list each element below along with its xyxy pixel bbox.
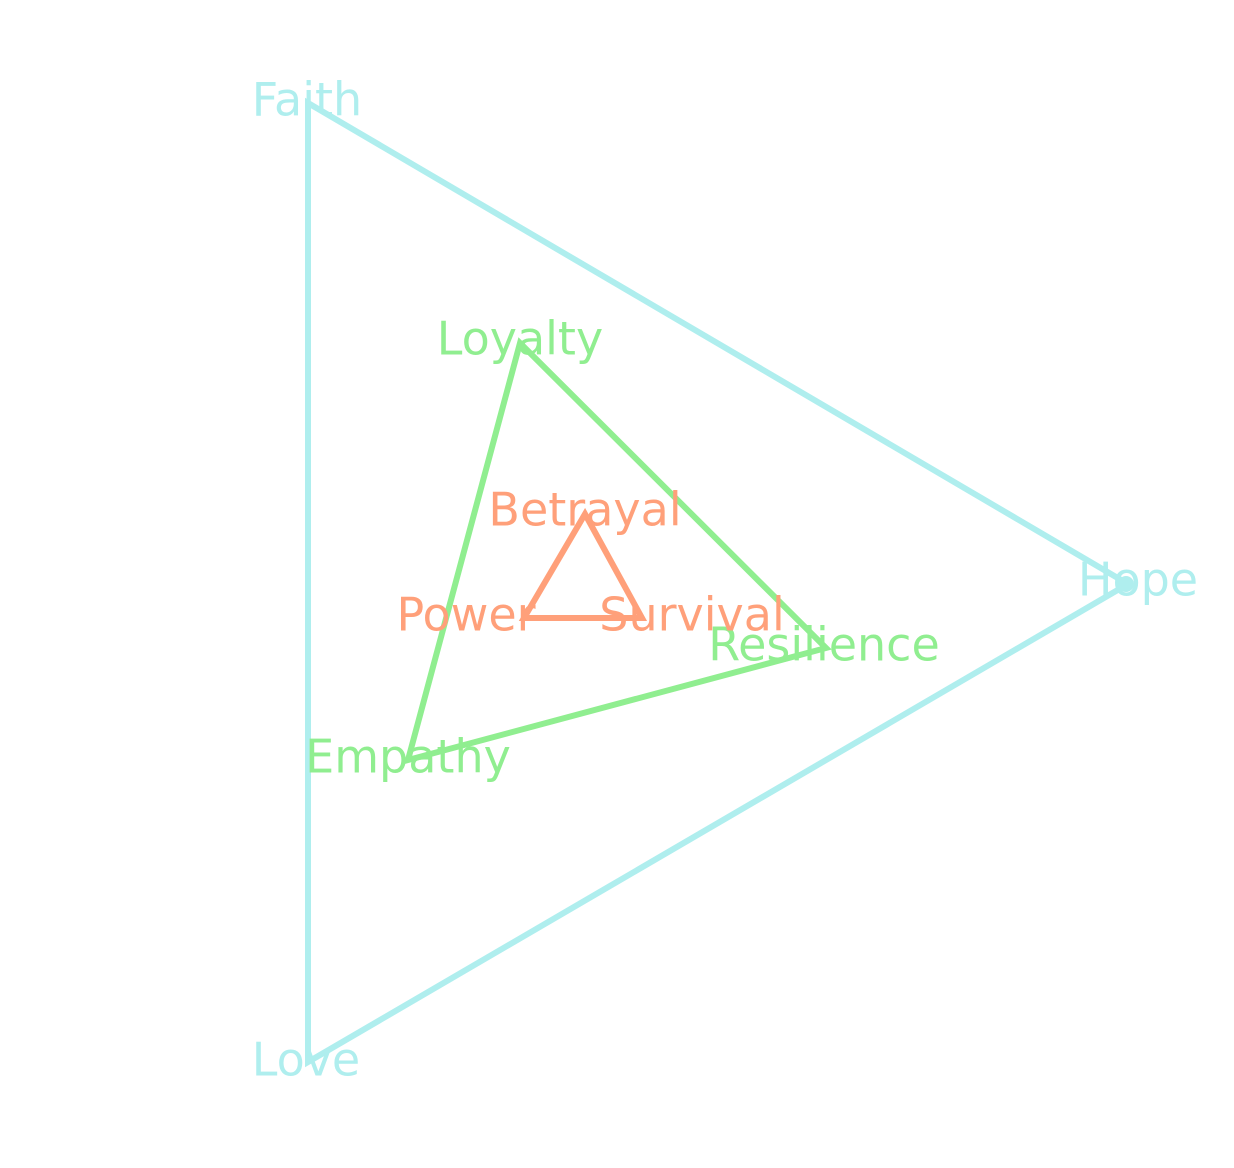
label-survival: Survival [599,588,784,642]
label-power: Power [396,588,535,642]
label-hope: Hope [1078,553,1198,607]
middle-triangle-group: Loyalty Resilience Empathy [305,312,940,784]
label-resilience: Resilience [708,618,940,672]
label-love: Love [252,1033,361,1087]
label-betrayal: Betrayal [488,483,681,537]
outer-triangle-group: Faith Hope Love [252,73,1198,1087]
hope-vertex-dot [1118,576,1134,592]
outer-triangle [305,97,1134,1068]
inner-triangle [518,507,648,621]
label-empathy: Empathy [305,730,511,784]
inner-triangle-group: Betrayal Survival Power [396,483,784,642]
middle-triangle [403,337,832,765]
label-faith: Faith [252,73,362,127]
label-loyalty: Loyalty [437,312,603,366]
